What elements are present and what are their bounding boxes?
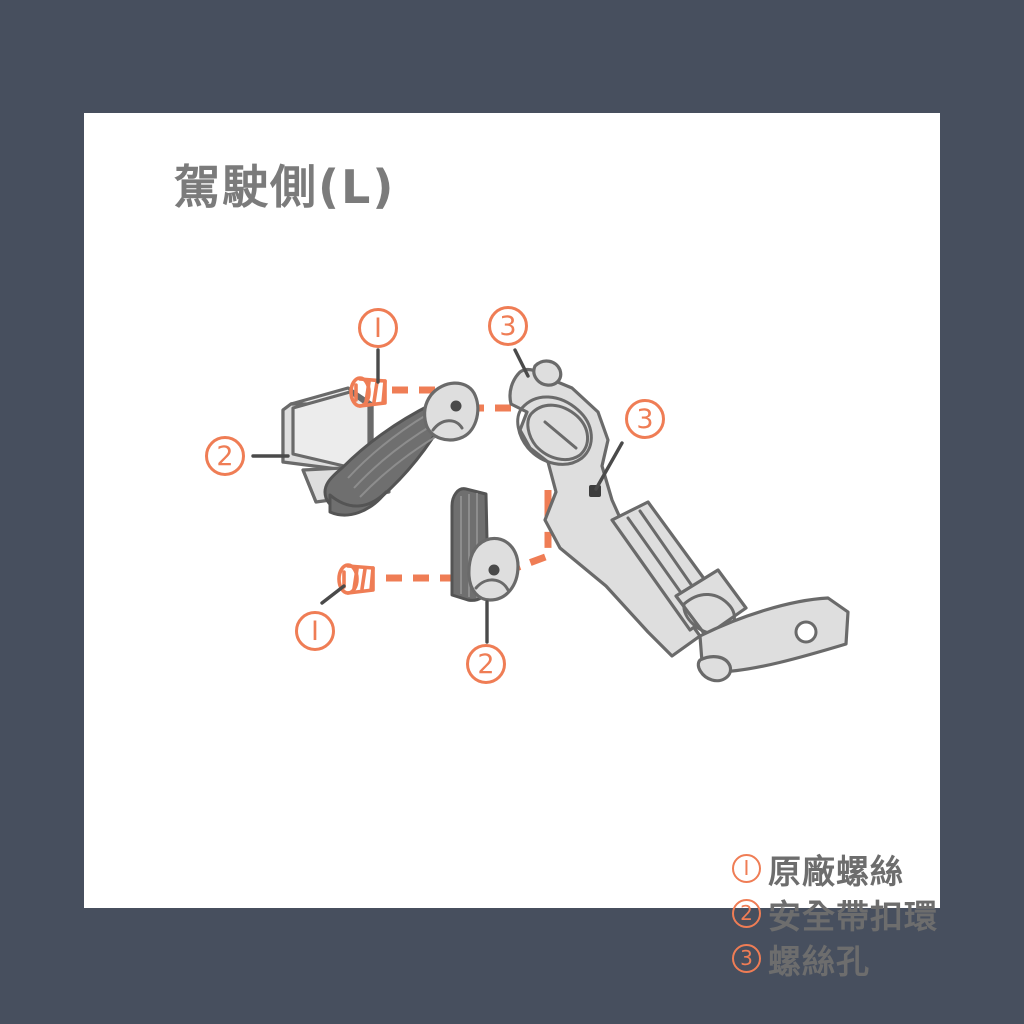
legend-label-1: 原廠螺絲 <box>768 851 904 891</box>
legend-badge-2: 2 <box>732 899 761 928</box>
callout-2-upper: 2 <box>205 436 245 476</box>
legend-item-2: 2 安全帶扣環 <box>732 891 1002 936</box>
legend-label-3: 螺絲孔 <box>768 941 870 981</box>
callout-2-lower: 2 <box>466 644 506 684</box>
callout-1-lower: Ⅰ <box>295 611 335 651</box>
diagram-card: 駕駛側(L) Ⅰ 原廠螺絲 2 安全帶扣環 3 螺絲孔 <box>84 113 940 981</box>
legend-badge-3: 3 <box>732 944 761 973</box>
legend-badge-1: Ⅰ <box>732 854 761 883</box>
callout-3-upper: 3 <box>488 306 528 346</box>
legend-label-2: 安全帶扣環 <box>768 896 938 936</box>
legend-item-1: Ⅰ 原廠螺絲 <box>732 846 1002 891</box>
callout-3-lower: 3 <box>625 399 665 439</box>
callout-1-upper: Ⅰ <box>358 308 398 348</box>
page-title: 駕駛側(L) <box>174 160 396 214</box>
legend: Ⅰ 原廠螺絲 2 安全帶扣環 3 螺絲孔 <box>732 846 1002 981</box>
legend-item-3: 3 螺絲孔 <box>732 936 1002 981</box>
